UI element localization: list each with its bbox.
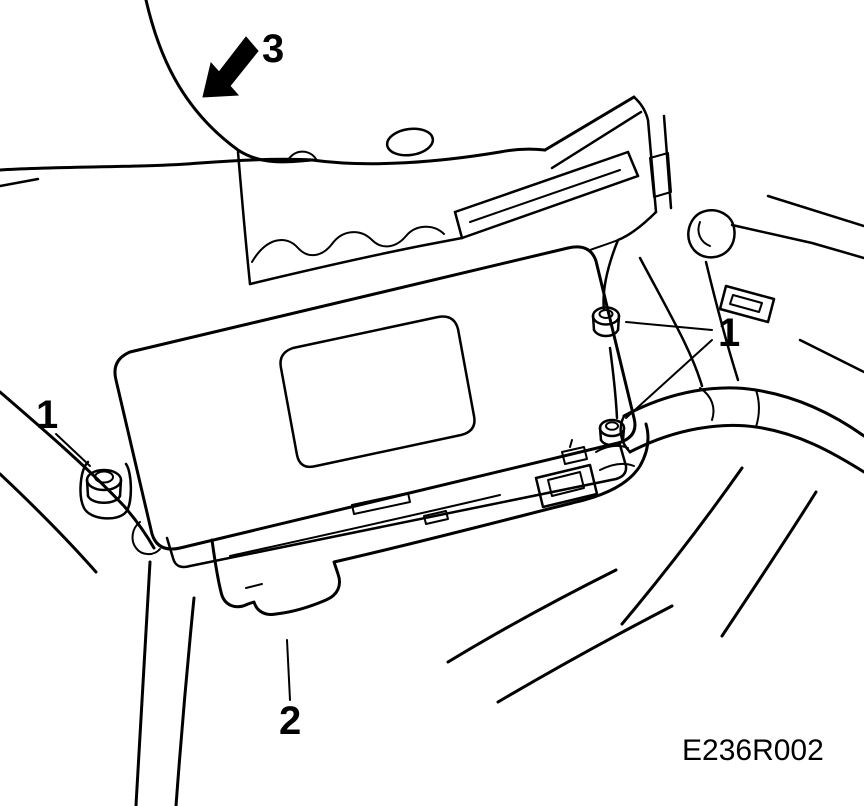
module-label-area [279, 315, 476, 469]
callout-1-right: 1 [718, 311, 740, 355]
leader-1-left [55, 433, 91, 467]
cowl-oval-hole [385, 127, 435, 157]
control-module [113, 245, 637, 569]
leader-2 [286, 639, 291, 701]
hose [619, 386, 864, 474]
cowl-panel [236, 127, 640, 286]
leader-1-right-lower [625, 339, 713, 419]
callout-2: 2 [279, 699, 301, 743]
harness-lines [602, 238, 704, 420]
callout-3: 3 [262, 27, 284, 71]
bolt-lower-right [598, 418, 626, 447]
mounting-bracket [131, 422, 650, 616]
callout-1-left: 1 [36, 393, 58, 437]
bolt-left [79, 460, 133, 520]
direction-arrow-icon [202, 36, 259, 98]
figure-code: E236R002 [682, 734, 824, 767]
leader-lines [55, 321, 713, 701]
bolt-upper-right [591, 306, 621, 338]
leader-1-right-upper [625, 321, 713, 331]
